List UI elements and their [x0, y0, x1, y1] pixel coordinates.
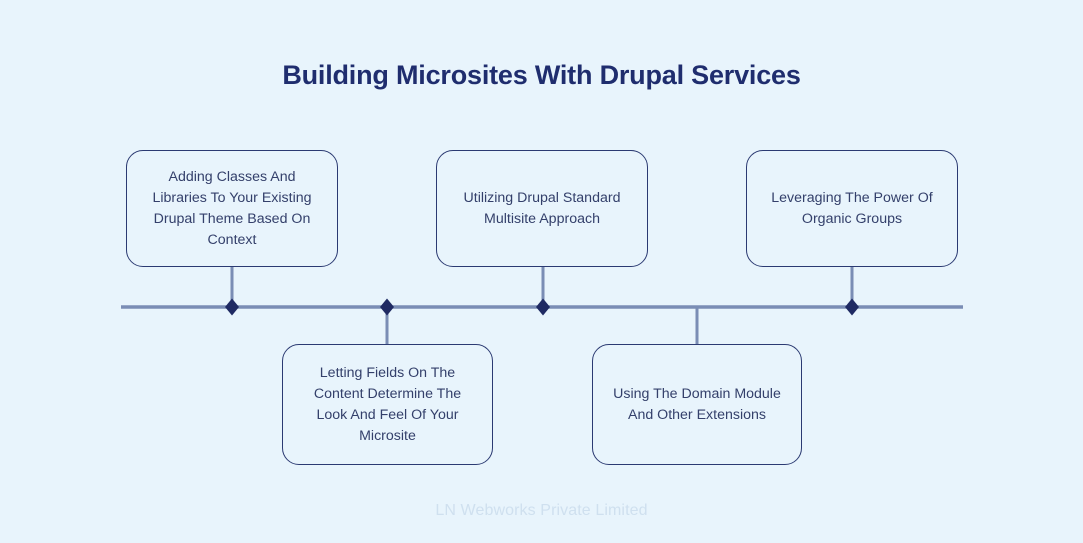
footer-attribution: LN Webworks Private Limited [435, 502, 648, 519]
timeline-node-4[interactable]: Leveraging The Power Of Organic Groups [746, 150, 958, 267]
timeline-node-3[interactable]: Using The Domain Module And Other Extens… [592, 344, 802, 465]
timeline-marker-4 [845, 298, 859, 316]
timeline-node-2[interactable]: Utilizing Drupal Standard Multisite Appr… [436, 150, 648, 267]
timeline-node-label-3: Using The Domain Module And Other Extens… [613, 385, 781, 423]
timeline-node-label-4: Leveraging The Power Of Organic Groups [771, 189, 933, 227]
timeline-node-label-2: Utilizing Drupal Standard Multisite Appr… [463, 189, 621, 227]
timeline-marker-0 [225, 298, 239, 316]
timeline-marker-1 [380, 298, 394, 316]
timeline-node-1[interactable]: Letting Fields On The Content Determine … [282, 344, 493, 465]
timeline-node-label-1: Letting Fields On The Content Determine … [313, 364, 462, 444]
page-title: Building Microsites With Drupal Services [282, 60, 801, 90]
timeline-node-0[interactable]: Adding Classes And Libraries To Your Exi… [126, 150, 338, 267]
timeline-node-label-0: Adding Classes And Libraries To Your Exi… [152, 168, 312, 248]
timeline-marker-2 [536, 298, 550, 316]
